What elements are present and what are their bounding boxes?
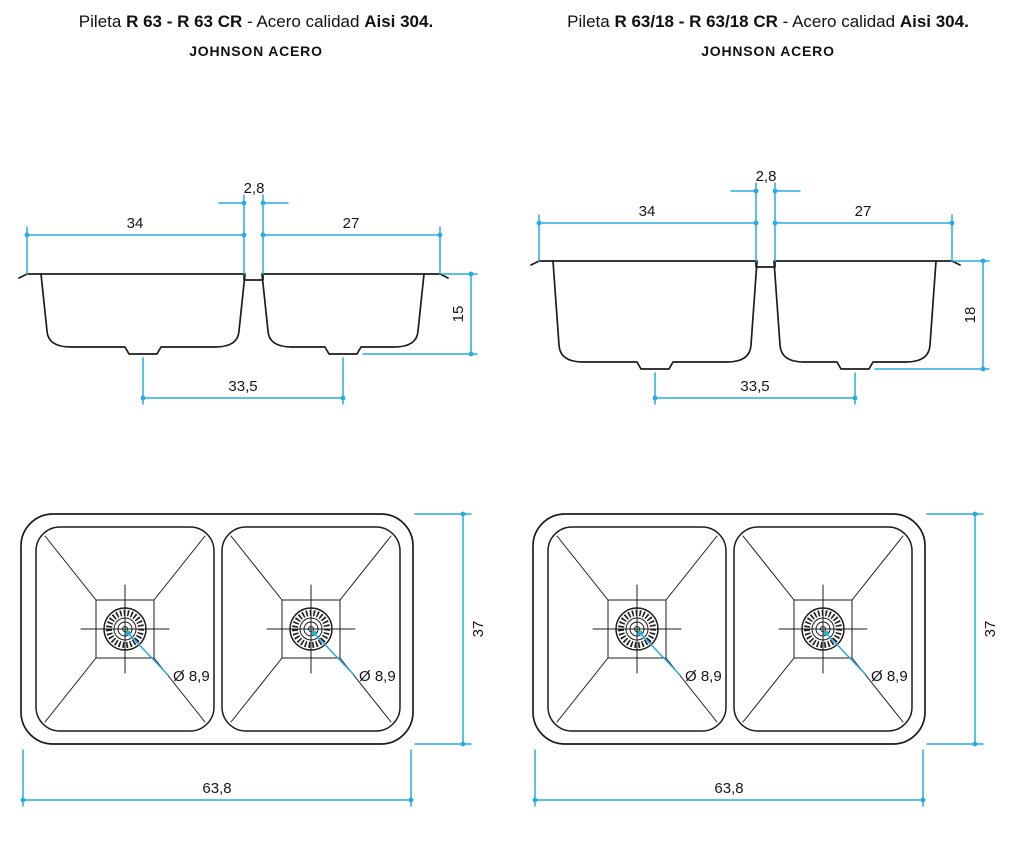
dim-depth: 18 bbox=[874, 258, 990, 372]
section-view-drawing: 2,8 34 27 15 bbox=[18, 180, 478, 405]
title-middle: - Acero calidad bbox=[247, 12, 360, 31]
right-bowl-drain bbox=[742, 535, 904, 723]
dim-label-overall-width: 63,8 bbox=[714, 780, 743, 797]
dim-label-overall-depth: 37 bbox=[982, 621, 999, 638]
title-prefix: Pileta bbox=[567, 12, 610, 31]
right-bowl-drain bbox=[230, 535, 392, 723]
dim-label-right-drain: Ø 8,9 bbox=[359, 668, 396, 685]
title-quality: Aisi 304. bbox=[364, 12, 434, 31]
panel-r63-18: Pileta R 63/18 - R 63/18 CR - Acero cali… bbox=[512, 0, 1024, 835]
dim-drain-spacing: 33,5 bbox=[140, 357, 346, 405]
dim-label-left-drain: Ø 8,9 bbox=[173, 668, 210, 685]
dim-label-depth: 15 bbox=[450, 306, 467, 323]
dim-label-drain-spacing: 33,5 bbox=[228, 378, 257, 395]
left-bowl-profile bbox=[552, 260, 758, 370]
dim-drain-spacing: 33,5 bbox=[652, 372, 858, 405]
dim-label-divider: 2,8 bbox=[756, 168, 777, 185]
left-bowl-drain bbox=[44, 535, 206, 723]
panel-title: Pileta R 63 - R 63 CR - Acero calidad Ai… bbox=[0, 12, 512, 32]
title-quality: Aisi 304. bbox=[899, 12, 969, 31]
plan-view-drawing: Ø 8,9 Ø 8,9 37 63,8 bbox=[532, 511, 999, 807]
dim-overall-depth: 37 bbox=[414, 511, 487, 747]
rim-line bbox=[18, 273, 449, 281]
title-model: R 63/18 - R 63/18 CR bbox=[614, 12, 778, 31]
brand-name: JOHNSON ACERO bbox=[189, 43, 323, 59]
right-bowl-profile bbox=[261, 273, 425, 355]
section-view-drawing: 2,8 34 27 18 bbox=[530, 168, 990, 405]
dim-left-bowl-width: 34 bbox=[24, 215, 247, 275]
outer-rim bbox=[20, 513, 414, 745]
dim-right-bowl-width: 27 bbox=[772, 203, 955, 262]
right-bowl bbox=[733, 526, 913, 732]
spec-sheet: Pileta R 63 - R 63 CR - Acero calidad Ai… bbox=[0, 0, 1024, 835]
rim-line bbox=[530, 260, 961, 268]
sink-plan-outline bbox=[532, 513, 926, 745]
right-drain-diameter-callout: Ø 8,9 bbox=[823, 630, 908, 685]
brand-name: JOHNSON ACERO bbox=[701, 43, 835, 59]
dim-depth: 15 bbox=[362, 271, 478, 357]
dim-divider-width: 2,8 bbox=[730, 168, 801, 262]
left-drain-diameter-callout: Ø 8,9 bbox=[637, 630, 722, 685]
left-bowl bbox=[35, 526, 215, 732]
dim-right-bowl-width: 27 bbox=[260, 215, 443, 275]
right-bowl bbox=[221, 526, 401, 732]
panel-title: Pileta R 63/18 - R 63/18 CR - Acero cali… bbox=[512, 12, 1024, 32]
sink-section-outline bbox=[530, 260, 961, 370]
left-bowl-drain bbox=[556, 535, 718, 723]
left-bowl bbox=[547, 526, 727, 732]
dim-overall-width: 63,8 bbox=[532, 749, 926, 807]
dim-label-left-drain: Ø 8,9 bbox=[685, 668, 722, 685]
sink-section-outline bbox=[18, 273, 449, 355]
left-bowl-profile bbox=[40, 273, 246, 355]
right-drain-diameter-callout: Ø 8,9 bbox=[311, 630, 396, 685]
outer-rim bbox=[532, 513, 926, 745]
dim-divider-width: 2,8 bbox=[218, 180, 289, 275]
left-drain-diameter-callout: Ø 8,9 bbox=[125, 630, 210, 685]
dim-label-divider: 2,8 bbox=[244, 180, 265, 197]
panel-r63: Pileta R 63 - R 63 CR - Acero calidad Ai… bbox=[0, 0, 512, 835]
plan-view-drawing: Ø 8,9 Ø 8,9 37 63,8 bbox=[20, 511, 487, 807]
dim-label-drain-spacing: 33,5 bbox=[740, 378, 769, 395]
dim-overall-width: 63,8 bbox=[20, 749, 414, 807]
dim-overall-depth: 37 bbox=[926, 511, 999, 747]
dim-label-overall-depth: 37 bbox=[470, 621, 487, 638]
dim-label-left-bowl: 34 bbox=[639, 203, 656, 220]
dim-label-left-bowl: 34 bbox=[127, 215, 144, 232]
dim-label-overall-width: 63,8 bbox=[202, 780, 231, 797]
title-model: R 63 - R 63 CR bbox=[126, 12, 243, 31]
dim-label-right-bowl: 27 bbox=[855, 203, 872, 220]
dim-left-bowl-width: 34 bbox=[536, 203, 759, 262]
title-prefix: Pileta bbox=[78, 12, 122, 31]
dim-label-right-bowl: 27 bbox=[343, 215, 360, 232]
title-middle: - Acero calidad bbox=[782, 12, 896, 31]
dim-label-depth: 18 bbox=[962, 307, 979, 324]
right-bowl-profile bbox=[773, 260, 937, 370]
sink-plan-outline bbox=[20, 513, 414, 745]
dim-label-right-drain: Ø 8,9 bbox=[871, 668, 908, 685]
